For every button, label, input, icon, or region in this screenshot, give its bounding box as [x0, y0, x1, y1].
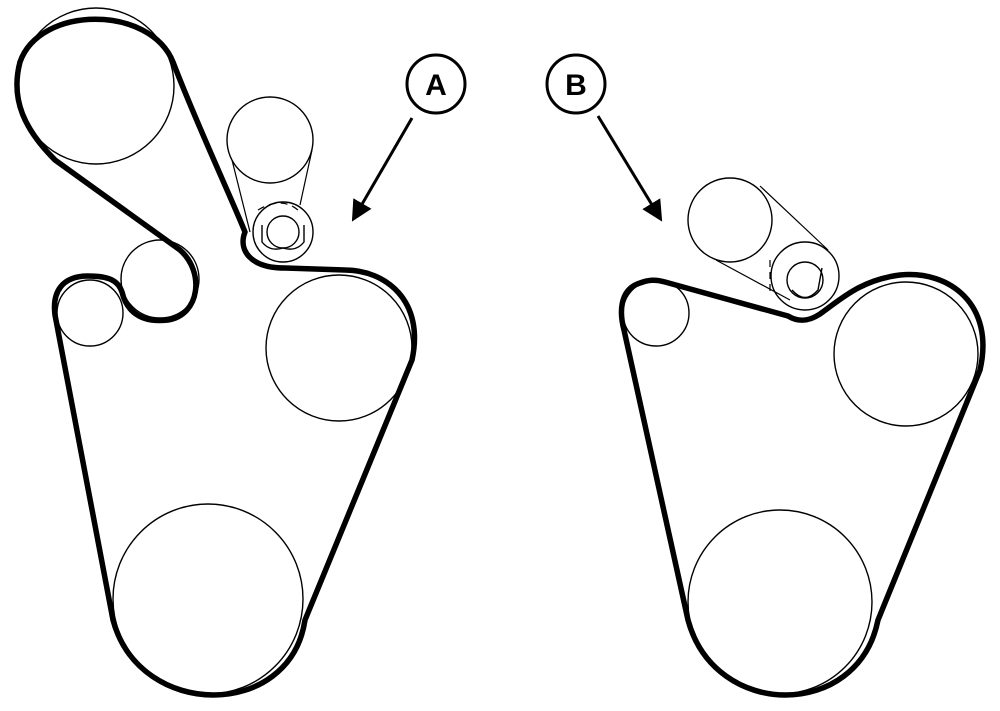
diagram-a [14, 7, 418, 698]
callout-a-arrow [351, 117, 414, 222]
tensioner-dashed-a [257, 202, 301, 213]
pulley-b-right [833, 281, 979, 427]
tensioner-hub-a [266, 215, 300, 249]
tensioner-hub-b [786, 261, 824, 299]
pulley-b-idler [622, 279, 690, 347]
tensioner-a [226, 96, 314, 263]
callout-b: B [545, 53, 663, 222]
callout-a-circle [405, 53, 467, 115]
callout-b-arrow [596, 115, 663, 222]
tensioner-arm-edge-left-a [231, 159, 251, 233]
tensioner-pulley-a [252, 201, 314, 263]
callout-a: A [351, 53, 467, 222]
tensioner-arm-edge-right-a [299, 149, 313, 206]
callout-b-circle [545, 53, 607, 115]
tensioner-pulley-upper-a [226, 96, 314, 184]
tensioner-bracket-a [261, 225, 305, 250]
diagram-b [618, 177, 986, 698]
tensioner-b [687, 177, 840, 311]
callout-b-label: B [565, 69, 587, 102]
pulley-a-right [265, 274, 413, 422]
pulley-a-idler-lower [56, 279, 124, 347]
tensioner-bracket-b [791, 267, 823, 299]
belt-path-b [618, 271, 986, 698]
callout-a-label: A [425, 69, 447, 102]
tensioner-pulley-upper-b [687, 177, 773, 263]
belt-path-a [14, 16, 418, 698]
tensioner-arm-edge-upper-b [759, 185, 829, 251]
tensioner-pulley-b [770, 241, 840, 311]
tensioner-arm-edge-lower-b [715, 259, 791, 301]
